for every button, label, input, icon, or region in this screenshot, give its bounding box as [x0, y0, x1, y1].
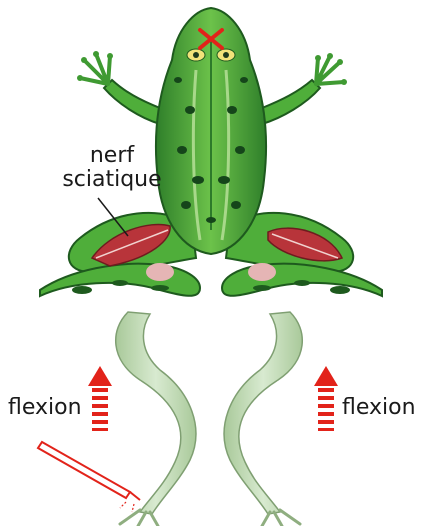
- electrode-probe-icon: [38, 442, 140, 512]
- flexion-label-right: flexion: [342, 396, 416, 420]
- arm-right: [262, 53, 347, 124]
- nerve-label-line2: sciatique: [57, 168, 167, 192]
- nerve-label-line1: nerf: [57, 144, 167, 168]
- frog-body: [156, 8, 266, 254]
- upward-arrow-icon-left: [88, 366, 112, 431]
- knee-tissue-right: [248, 263, 276, 281]
- arm-left: [77, 51, 160, 124]
- sciatic-nerve-label: nerf sciatique: [57, 144, 167, 192]
- lower-leg-right: [224, 312, 302, 526]
- upward-arrow-icon-right: [314, 366, 338, 431]
- knee-tissue-left: [146, 263, 174, 281]
- flexion-label-left: flexion: [8, 396, 82, 420]
